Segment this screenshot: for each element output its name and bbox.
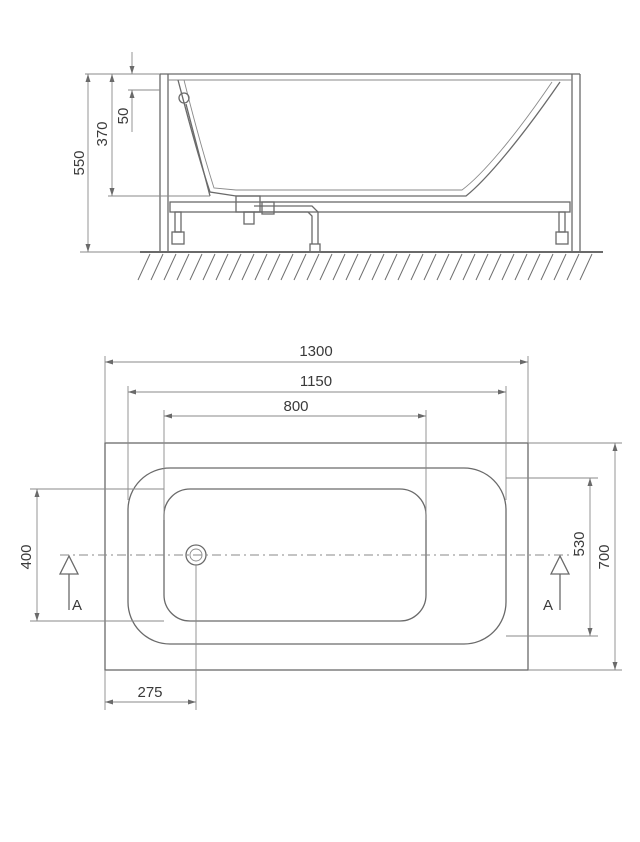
hatch-line	[397, 253, 411, 281]
hatch-line	[319, 253, 333, 281]
overflow-pipe	[185, 103, 211, 197]
support-frame	[169, 201, 571, 213]
section-label-left: A	[72, 597, 82, 614]
hatch-line	[553, 253, 567, 281]
hatch-line	[384, 253, 398, 281]
top-view: A A 130	[18, 343, 622, 710]
hatch-line	[345, 253, 359, 281]
dim-overall-length: 1300	[299, 343, 332, 360]
hatch-line	[150, 253, 164, 281]
hatch-line	[254, 253, 268, 281]
hatch-line	[475, 253, 489, 281]
side-view: 550 370 50	[71, 52, 603, 281]
tub-shell-outer	[159, 73, 581, 252]
hatch-line	[462, 253, 476, 281]
dim-total-height: 550	[71, 150, 88, 175]
hatch-line	[137, 253, 151, 281]
hatch-line	[423, 253, 437, 281]
section-arrow-right	[549, 554, 571, 610]
hatch-line	[579, 253, 593, 281]
floor-hatching	[137, 253, 593, 281]
hatch-line	[215, 253, 229, 281]
leveling-feet	[171, 211, 569, 253]
hatch-line	[306, 253, 320, 281]
hatch-line	[527, 253, 541, 281]
hatch-line	[540, 253, 554, 281]
top-horizontal-dimensions	[104, 356, 529, 710]
hatch-line	[371, 253, 385, 281]
dim-overall-width: 700	[596, 544, 613, 569]
dim-inner-width: 530	[571, 531, 588, 556]
hatch-line	[202, 253, 216, 281]
tub-rim-inner	[127, 467, 507, 645]
hatch-line	[436, 253, 450, 281]
side-dimensions	[80, 52, 210, 253]
dim-drain-offset: 275	[137, 684, 162, 701]
hatch-line	[566, 253, 580, 281]
dim-inner-length: 1150	[300, 373, 332, 390]
hatch-line	[189, 253, 203, 281]
dim-bottom-height: 370	[94, 121, 111, 146]
hatch-line	[267, 253, 281, 281]
hatch-line	[358, 253, 372, 281]
dim-floor-length: 800	[283, 398, 308, 415]
hatch-line	[280, 253, 294, 281]
hatch-line	[449, 253, 463, 281]
tub-outline	[104, 442, 529, 671]
hatch-line	[163, 253, 177, 281]
hatch-line	[410, 253, 424, 281]
drain-assembly	[235, 195, 319, 244]
overflow-fitting	[178, 92, 190, 104]
tub-basin-inner-line	[183, 79, 553, 191]
tub-basin-profile	[177, 79, 561, 197]
hatch-line	[332, 253, 346, 281]
top-vertical-dimensions	[30, 442, 622, 671]
hatch-line	[501, 253, 515, 281]
hatch-line	[228, 253, 242, 281]
section-arrow-left	[58, 554, 80, 610]
dim-rim-height: 50	[115, 108, 132, 125]
hatch-line	[241, 253, 255, 281]
hatch-line	[176, 253, 190, 281]
hatch-line	[488, 253, 502, 281]
dim-floor-width: 400	[18, 544, 35, 569]
hatch-line	[514, 253, 528, 281]
hatch-line	[293, 253, 307, 281]
section-label-right: A	[543, 597, 553, 614]
